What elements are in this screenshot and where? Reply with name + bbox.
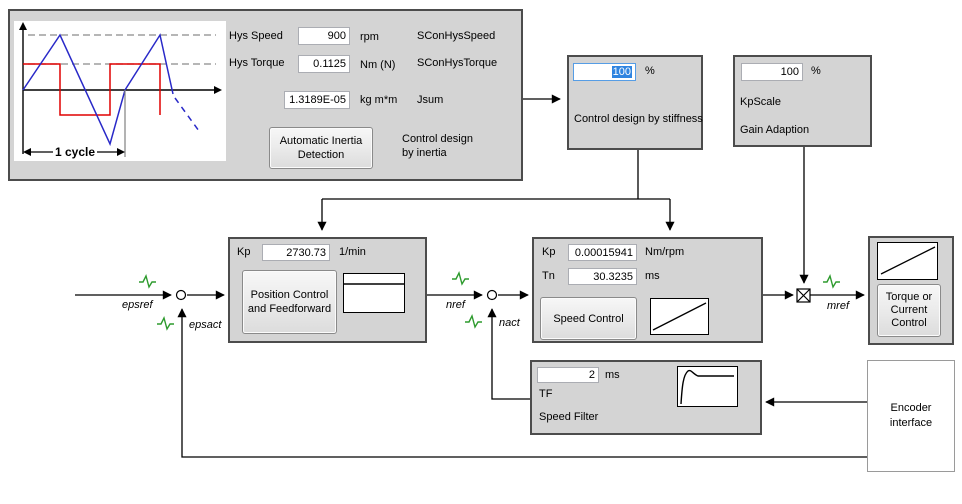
hys-speed-label: Hys Speed — [229, 30, 283, 42]
speed-tn-unit: ms — [645, 270, 660, 282]
filter-tf-param: TF — [539, 388, 553, 400]
automatic-inertia-detection-button[interactable]: Automatic Inertia Detection — [269, 127, 373, 169]
jsum-field[interactable]: 1.3189E-05 — [284, 91, 350, 109]
kpscale-field[interactable]: 100 — [741, 63, 803, 81]
filter-response-thumbnail — [677, 366, 738, 407]
speed-ramp-thumbnail — [650, 298, 709, 335]
speed-control-box: Kp 0.00015941 Nm/rpm Tn 30.3235 ms Speed… — [532, 237, 763, 343]
hys-torque-field[interactable]: 0.1125 — [298, 55, 350, 73]
button-line: Position Control — [250, 289, 329, 301]
wire-nact-feedback — [487, 308, 530, 400]
button-line: Control — [891, 317, 927, 329]
speed-kp-label: Kp — [542, 246, 556, 258]
position-step-thumbnail — [343, 273, 405, 313]
speed-tn-field[interactable]: 30.3235 — [568, 268, 637, 285]
stiffness-box: 100 % Control design by stiffness — [567, 55, 703, 150]
encoder-interface-box: Encoder interface — [867, 360, 955, 472]
spark-icon — [157, 316, 174, 331]
speed-filter-box: 2 ms TF Speed Filter — [530, 360, 762, 435]
torque-current-control-button[interactable]: Torque or Current Control — [877, 284, 941, 337]
spark-icon — [823, 274, 840, 289]
kpscale-param: KpScale — [740, 96, 781, 108]
filter-tf-field[interactable]: 2 — [537, 367, 599, 383]
hys-torque-label: Hys Torque — [229, 57, 285, 69]
position-kp-label: Kp — [237, 246, 251, 258]
sum-junction-speed — [486, 289, 498, 301]
kpscale-unit: % — [811, 65, 821, 77]
button-line: Current — [890, 304, 928, 316]
button-line: and Feedforward — [247, 303, 332, 315]
cycle-label: 1 cycle — [55, 145, 95, 159]
speed-kp-unit: Nm/rpm — [645, 246, 685, 258]
selected-text: 100 — [611, 66, 632, 78]
sum-junction-position — [175, 289, 187, 301]
speed-control-button[interactable]: Speed Control — [540, 297, 637, 340]
hys-speed-field[interactable]: 900 — [298, 27, 350, 45]
signal-label-nref: nref — [446, 299, 466, 311]
position-control-button[interactable]: Position Control and Feedforward — [242, 270, 337, 334]
button-line: Detection — [297, 149, 345, 161]
position-kp-field[interactable]: 2730.73 — [262, 244, 330, 261]
spark-icon — [139, 274, 156, 289]
filter-tf-unit: ms — [605, 369, 620, 381]
signal-label-mref: mref — [827, 300, 850, 312]
spark-icon — [452, 271, 469, 286]
spark-icon — [465, 314, 482, 329]
signal-label-epsact: epsact — [189, 319, 222, 331]
jsum-unit: kg m*m — [360, 94, 398, 106]
control-design-by-inertia-caption: Control design by inertia — [402, 133, 473, 159]
speed-kp-field[interactable]: 0.00015941 — [568, 244, 637, 261]
signal-label-epsref: epsref — [122, 299, 154, 311]
stiffness-percent-field[interactable]: 100 — [573, 63, 636, 81]
hys-speed-unit: rpm — [360, 31, 379, 43]
button-line: Torque or — [885, 291, 933, 303]
jsum-param: Jsum — [417, 94, 444, 106]
inertia-detection-panel: 1 cycle Hys Speed 900 rpm SConHysSpeed H… — [8, 9, 523, 181]
encoder-label-line: interface — [889, 417, 933, 429]
button-line: Speed Control — [553, 312, 624, 325]
hysteresis-waveform-image: 1 cycle — [14, 21, 226, 161]
encoder-label-line: Encoder — [890, 402, 932, 414]
multiply-junction — [796, 288, 811, 303]
speed-filter-label: Speed Filter — [539, 411, 599, 423]
hys-torque-unit: Nm (N) — [360, 59, 396, 71]
button-line: Automatic Inertia — [279, 135, 363, 147]
position-kp-unit: 1/min — [339, 246, 366, 258]
hys-speed-param: SConHysSpeed — [417, 30, 496, 42]
gain-adaption-box: 100 % KpScale Gain Adaption — [733, 55, 872, 147]
signal-label-nact: nact — [499, 317, 521, 329]
position-control-box: Kp 2730.73 1/min Position Control and Fe… — [228, 237, 427, 343]
speed-tn-label: Tn — [542, 270, 555, 282]
stiffness-percent-unit: % — [645, 65, 655, 77]
gain-adaption-label: Gain Adaption — [740, 124, 810, 136]
torque-ramp-thumbnail — [877, 242, 938, 280]
torque-current-control-box: Torque or Current Control — [868, 236, 954, 345]
hys-torque-param: SConHysTorque — [417, 57, 498, 69]
stiffness-box-label: Control design by stiffness — [574, 113, 703, 125]
